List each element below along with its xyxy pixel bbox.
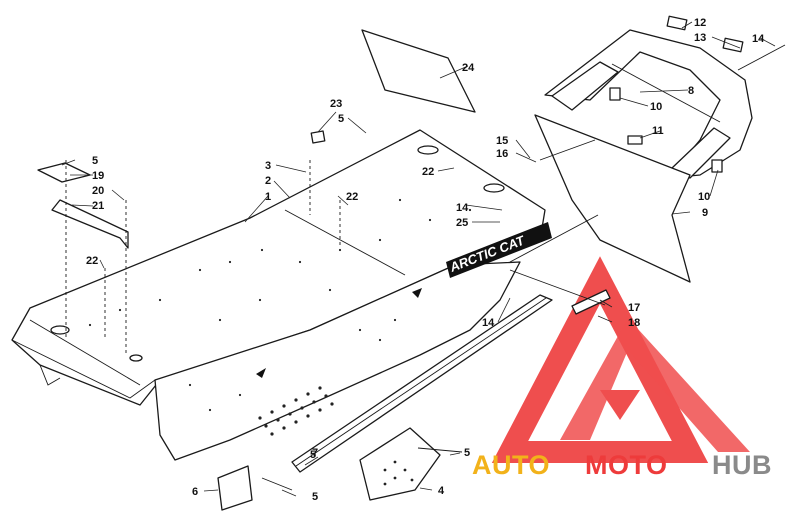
callout-23: 23 bbox=[330, 98, 342, 110]
watermark-word-auto: AUTO bbox=[472, 450, 550, 480]
watermark-word-moto: MOTO bbox=[585, 450, 668, 480]
callout-19: 19 bbox=[92, 170, 104, 182]
tunnel-arrow-mark-rear bbox=[412, 288, 422, 298]
callout-5-plate: 5 bbox=[312, 491, 318, 503]
callout-22-mid: 22 bbox=[346, 191, 358, 203]
rear-mount-bracket bbox=[571, 289, 611, 315]
callout-6: 6 bbox=[192, 486, 198, 498]
callout-2: 2 bbox=[265, 175, 271, 187]
callout-5-step: 5 bbox=[464, 447, 470, 459]
callout-18: 18 bbox=[628, 317, 640, 329]
tunnel-oval-hole-mid bbox=[483, 183, 505, 193]
step-bracket bbox=[359, 427, 441, 501]
callout-13: 13 bbox=[694, 32, 706, 44]
callout-5-board: 5 bbox=[310, 449, 316, 461]
watermark-text: AUTO MOTO HUB bbox=[472, 450, 772, 480]
label-plate bbox=[310, 130, 326, 144]
callout-20: 20 bbox=[92, 185, 104, 197]
callout-22-rear: 22 bbox=[422, 166, 434, 178]
running-board-edge bbox=[295, 297, 547, 467]
callout-1: 1 bbox=[265, 191, 271, 203]
bumper-bolt bbox=[737, 44, 786, 71]
callout-14-bumper: 14 bbox=[752, 33, 765, 45]
tunnel-assembly bbox=[11, 129, 546, 461]
callout-22-front: 22 bbox=[86, 255, 98, 267]
callout-17: 17 bbox=[628, 302, 640, 314]
callout-10-upper: 10 bbox=[650, 101, 662, 113]
tunnel-rivet-holes bbox=[88, 198, 472, 412]
leader-lines bbox=[61, 21, 776, 497]
step-bracket-holes bbox=[383, 460, 414, 486]
tunnel-side-panel bbox=[154, 261, 521, 461]
front-angle-bracket bbox=[51, 199, 129, 249]
running-board bbox=[291, 294, 553, 473]
callout-9: 9 bbox=[702, 207, 708, 219]
callout-10-lower: 10 bbox=[698, 191, 710, 203]
callout-labels: 1 2 3 4 5 5 5 5 5 6 7 8 9 10 10 11 12 13… bbox=[86, 17, 765, 503]
callout-5-label: 5 bbox=[338, 113, 344, 125]
tunnel-rear-seam bbox=[284, 209, 406, 276]
tunnel-front-tab bbox=[39, 364, 61, 386]
mounting-plate bbox=[217, 465, 253, 511]
callout-11: 11 bbox=[652, 125, 664, 137]
callout-5-front: 5 bbox=[92, 155, 98, 167]
tunnel-arrow-mark bbox=[256, 368, 266, 378]
watermark-word-hub: HUB bbox=[712, 450, 772, 480]
callout-14-tunnel: 14 bbox=[456, 202, 469, 214]
tunnel-front-seam bbox=[29, 319, 141, 386]
decal-sheet bbox=[361, 29, 476, 113]
tunnel-oval-hole-rear bbox=[417, 145, 439, 155]
rear-bumper-assembly bbox=[544, 15, 786, 179]
callout-7: 7 bbox=[312, 447, 318, 459]
callout-21: 21 bbox=[92, 200, 104, 212]
tunnel-round-hole bbox=[129, 354, 143, 362]
callout-8: 8 bbox=[688, 85, 694, 97]
tunnel-oval-hole-front bbox=[50, 325, 70, 335]
callout-24: 24 bbox=[462, 62, 475, 74]
callout-12: 12 bbox=[694, 17, 706, 29]
rear-bumper-grip-left bbox=[551, 61, 619, 111]
rear-bumper-crossbar bbox=[611, 63, 721, 123]
bumper-clip-lower bbox=[711, 159, 723, 173]
bumper-end-cap-top bbox=[666, 15, 688, 31]
assembly-lines bbox=[104, 139, 606, 491]
callout-25: 25 bbox=[456, 217, 468, 229]
bumper-bracket bbox=[627, 135, 643, 145]
callout-15: 15 bbox=[496, 135, 508, 147]
callout-14-board: 14 bbox=[482, 317, 495, 329]
callout-3: 3 bbox=[265, 160, 271, 172]
callout-16: 16 bbox=[496, 148, 508, 160]
callout-4: 4 bbox=[438, 485, 445, 497]
snowflap bbox=[534, 114, 691, 283]
bumper-clip-upper bbox=[609, 87, 621, 101]
tunnel-front-flange bbox=[11, 339, 156, 399]
tunnel-vent-pattern bbox=[258, 386, 334, 436]
watermark-triangle-logo bbox=[491, 256, 750, 463]
front-bracket-plate bbox=[37, 162, 91, 183]
